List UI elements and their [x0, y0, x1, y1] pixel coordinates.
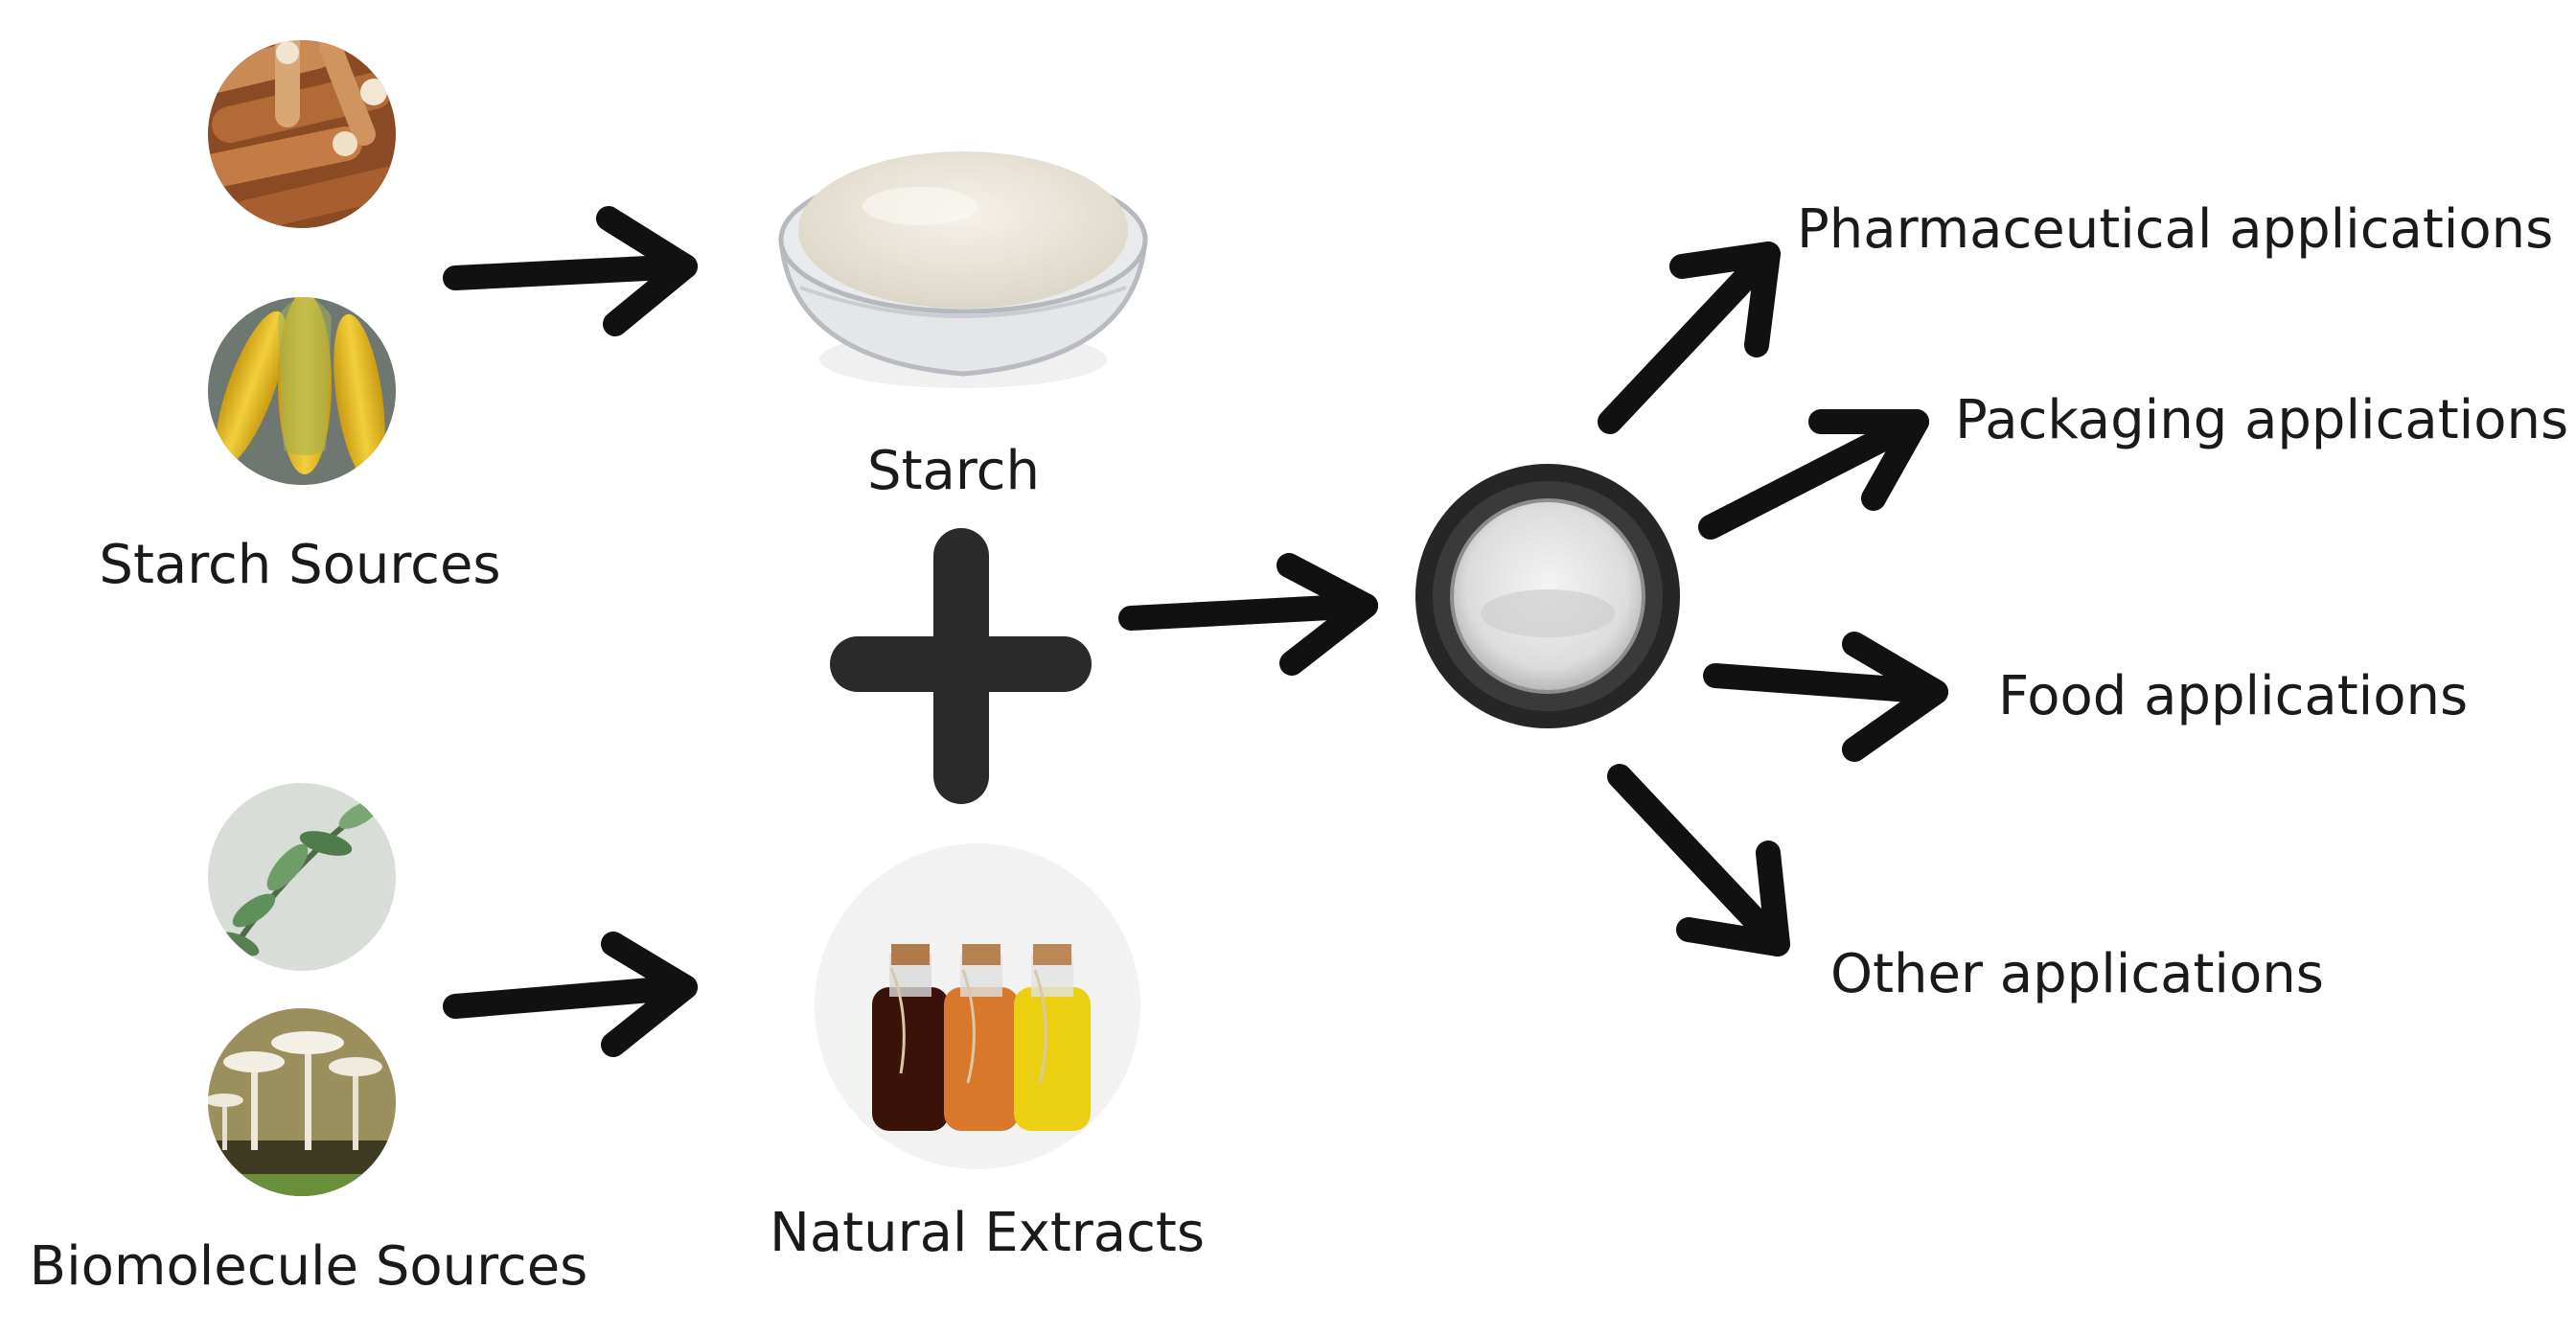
- pharmaceutical-applications-label: Pharmaceutical applications: [1797, 198, 2553, 261]
- starch-powder-bowl-icon: [778, 151, 1148, 388]
- arrow-to-pharmaceutical: [1598, 242, 1781, 434]
- extract-bottles-icon: [815, 843, 1140, 1169]
- arrow-starch-sources-to-starch: [443, 206, 698, 336]
- packaging-applications-label: Packaging applications: [1955, 389, 2568, 451]
- arrow-to-packaging: [1698, 409, 1929, 540]
- starch-sources-label: Starch Sources: [99, 534, 500, 596]
- mushrooms-photo-icon: [208, 1008, 396, 1196]
- food-applications-label: Food applications: [1998, 665, 2468, 727]
- arrow-to-food: [1703, 632, 1948, 762]
- natural-extracts-label: Natural Extracts: [770, 1202, 1205, 1264]
- green-plant-photo-icon: [208, 783, 396, 971]
- starch-film-dish-icon: [1415, 464, 1680, 728]
- corn-cobs-photo-icon: [208, 297, 396, 485]
- cassava-roots-photo-icon: [208, 40, 396, 228]
- starch-label: Starch: [867, 440, 1040, 502]
- arrow-to-other: [1607, 764, 1790, 956]
- biomolecule-sources-label: Biomolecule Sources: [30, 1235, 588, 1298]
- other-applications-label: Other applications: [1830, 943, 2324, 1005]
- arrow-mix-to-film: [1118, 553, 1378, 676]
- arrow-biomolecules-to-extracts: [443, 932, 698, 1057]
- plus-icon: [830, 528, 1092, 804]
